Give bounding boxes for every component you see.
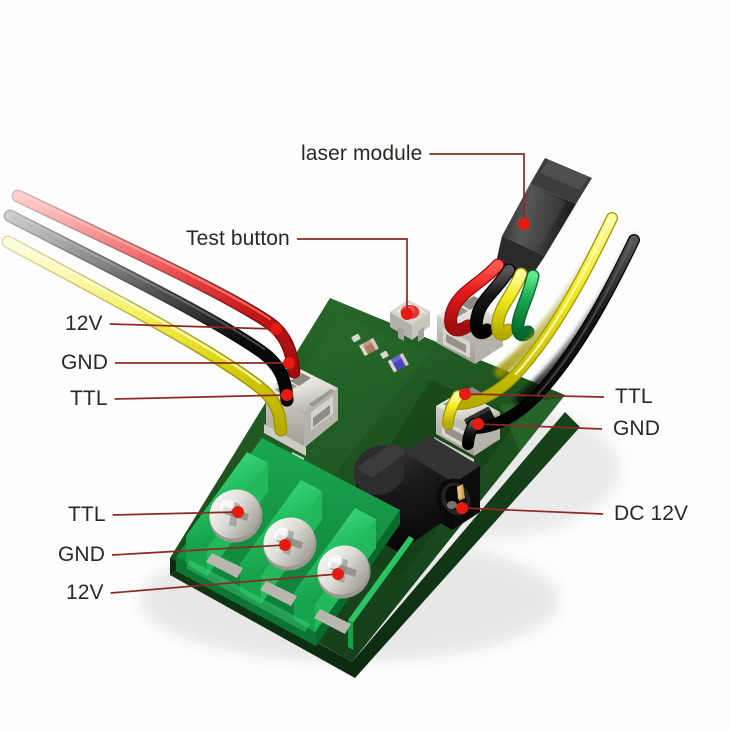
- leader-dot-laser-module: [518, 218, 530, 230]
- smd-resistor-small-1: [351, 333, 361, 343]
- annotation-label-laser-module: laser module: [301, 142, 423, 165]
- terminal-screw-3[interactable]: [308, 536, 380, 608]
- smd-resistor-small-2: [380, 350, 389, 359]
- leader-line-left-ttl: [114, 394, 288, 400]
- leader-dot-left-ttl: [281, 389, 293, 401]
- leader-line-laser-module: [429, 153, 525, 224]
- leader-dot-term-gnd: [279, 539, 291, 551]
- leader-line-right-ttl: [464, 393, 605, 398]
- annotation-label-term-12v: 12V: [66, 581, 104, 604]
- annotation-label-right-dc12v: DC 12V: [614, 502, 689, 525]
- terminal-block: [176, 438, 414, 650]
- leader-dot-right-gnd: [472, 418, 484, 430]
- test-button[interactable]: [390, 300, 430, 342]
- leader-line-term-ttl: [112, 511, 239, 516]
- annotation-label-left-ttl: TTL: [70, 387, 108, 410]
- leader-dot-left-12v: [270, 323, 282, 335]
- annotation-label-test-button: Test button: [186, 227, 290, 250]
- annotation-label-left-12v: 12V: [65, 312, 103, 335]
- leader-dot-test-button: [401, 308, 413, 320]
- annotation-label-left-gnd: GND: [61, 351, 108, 374]
- leader-line-left-12v: [109, 323, 277, 330]
- leader-line-right-dc12v: [461, 507, 604, 515]
- wire-harness-left: [1, 189, 301, 437]
- annotation-label-right-ttl: TTL: [615, 385, 653, 408]
- laser-module-assembly: [444, 0, 706, 342]
- leader-dot-term-12v: [332, 568, 344, 580]
- leader-dot-right-dc12v: [456, 502, 468, 514]
- leader-line-right-gnd: [477, 423, 603, 430]
- leader-line-test-button: [296, 238, 408, 314]
- leader-line-term-12v: [110, 573, 339, 594]
- smd-capacitor-blue: [387, 352, 409, 373]
- annotation-label-right-gnd: GND: [613, 417, 660, 440]
- smd-capacitor-tan: [359, 337, 379, 357]
- terminal-clamps: [206, 553, 351, 634]
- leader-dot-right-ttl: [459, 388, 471, 400]
- annotation-leader-lines: [109, 153, 605, 594]
- annotation-label-term-ttl: TTL: [68, 503, 106, 526]
- leader-dot-left-gnd: [283, 357, 295, 369]
- smd-components: [351, 333, 409, 373]
- leader-dot-term-ttl: [232, 506, 244, 518]
- wire-harness-right: [452, 12, 730, 434]
- laser-module-wires: [444, 258, 540, 342]
- annotation-label-term-gnd: GND: [58, 543, 105, 566]
- leader-line-term-gnd: [111, 544, 286, 556]
- annotation-endpoint-dots: [232, 218, 530, 580]
